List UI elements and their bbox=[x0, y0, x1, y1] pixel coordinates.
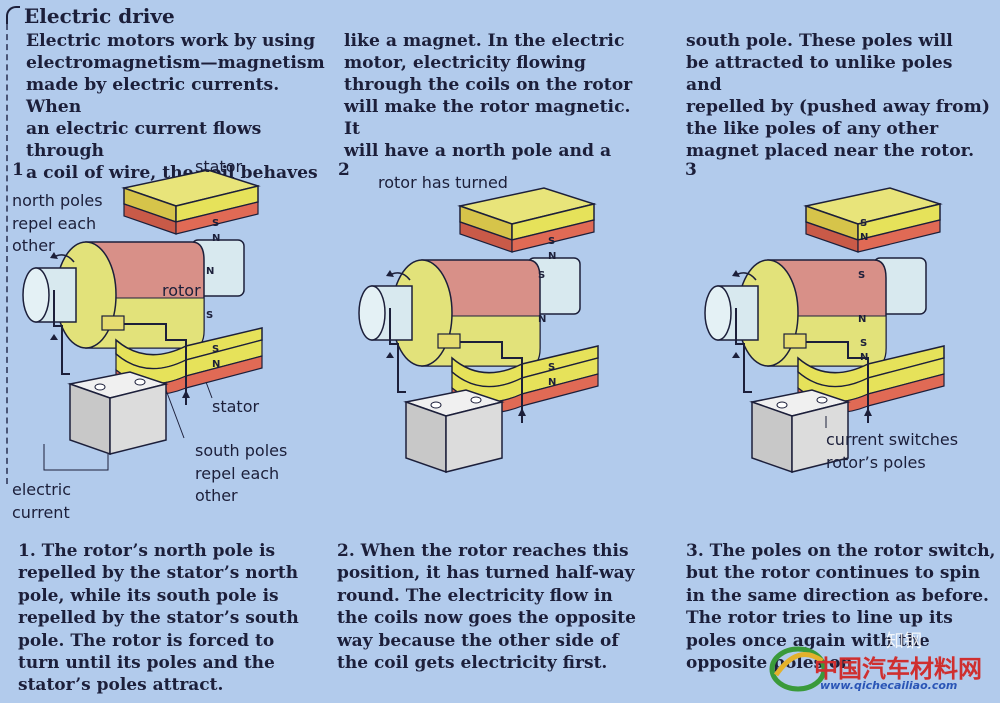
watermark: 中国汽车材料网 www.qichecailiao.com 知钢 bbox=[768, 631, 988, 697]
panel-3-rotor-pole-bottom: N bbox=[858, 314, 866, 325]
watermark-url: www.qichecailiao.com bbox=[820, 679, 958, 692]
motor-diagram-2: S N S N S N bbox=[358, 187, 599, 473]
caption-1: 1. The rotor’s north pole is repelled by… bbox=[18, 541, 299, 696]
panel-1-stator-bottom-pole-n: N bbox=[212, 359, 220, 370]
panel-2-stator-top-pole-n: N bbox=[548, 251, 556, 262]
panel-1-stator-top-pole-s: S bbox=[212, 218, 219, 229]
intro-column-3: south pole. These poles will be attracte… bbox=[686, 31, 990, 161]
panel-3-stator-bottom-pole-n: N bbox=[860, 352, 868, 363]
panel-3-number: 3 bbox=[685, 160, 697, 180]
label-stator-top: stator bbox=[195, 157, 243, 176]
panel-2-stator-bottom-pole-s: S bbox=[548, 362, 555, 373]
panel-1-rotor-pole-bottom: S bbox=[206, 310, 213, 321]
panel-1-stator-bottom-pole-s: S bbox=[212, 344, 219, 355]
label-stator-bottom: stator bbox=[212, 397, 260, 416]
page-title: Electric drive bbox=[24, 4, 175, 28]
intro-column-2: like a magnet. In the electric motor, el… bbox=[344, 31, 633, 161]
panel-1-number: 1 bbox=[12, 160, 24, 180]
panel-3-stator-top-pole-s: S bbox=[860, 218, 867, 229]
panel-2-number: 2 bbox=[338, 160, 350, 180]
panel-3-stator-bottom-pole-s: S bbox=[860, 338, 867, 349]
label-rotor-turned: rotor has turned bbox=[378, 173, 508, 192]
label-rotor: rotor bbox=[162, 281, 201, 300]
left-margin-rule bbox=[6, 24, 8, 484]
motor-diagram-1: S N N S S N bbox=[22, 169, 263, 471]
watermark-site-name: 中国汽车材料网 bbox=[814, 655, 982, 683]
panel-2-stator-top-pole-s: S bbox=[548, 236, 555, 247]
label-current-switches: current switches rotor’s poles bbox=[826, 430, 959, 472]
panel-2-rotor-pole-bottom: N bbox=[538, 314, 546, 325]
watermark-badge: 知钢 bbox=[886, 631, 922, 652]
panel-2-stator-bottom-pole-n: N bbox=[548, 377, 556, 388]
panel-1-rotor-pole-top: N bbox=[206, 266, 214, 277]
motor-diagram-3: S N S N S N bbox=[704, 187, 945, 473]
corner-decoration bbox=[6, 6, 20, 28]
label-south-poles: south poles repel each other bbox=[195, 441, 288, 505]
panel-2-rotor-pole-top: S bbox=[538, 270, 545, 281]
label-electric-current: electric current bbox=[12, 480, 72, 522]
caption-3: 3. The poles on the rotor switch, but th… bbox=[686, 541, 996, 674]
label-north-poles: north poles repel each other bbox=[12, 191, 103, 255]
panel-1-stator-top-pole-n: N bbox=[212, 233, 220, 244]
panel-3-stator-top-pole-n: N bbox=[860, 232, 868, 243]
caption-2: 2. When the rotor reaches this position,… bbox=[337, 541, 636, 674]
watermark-logo-icon bbox=[769, 646, 827, 692]
panel-3-rotor-pole-top: S bbox=[858, 270, 865, 281]
